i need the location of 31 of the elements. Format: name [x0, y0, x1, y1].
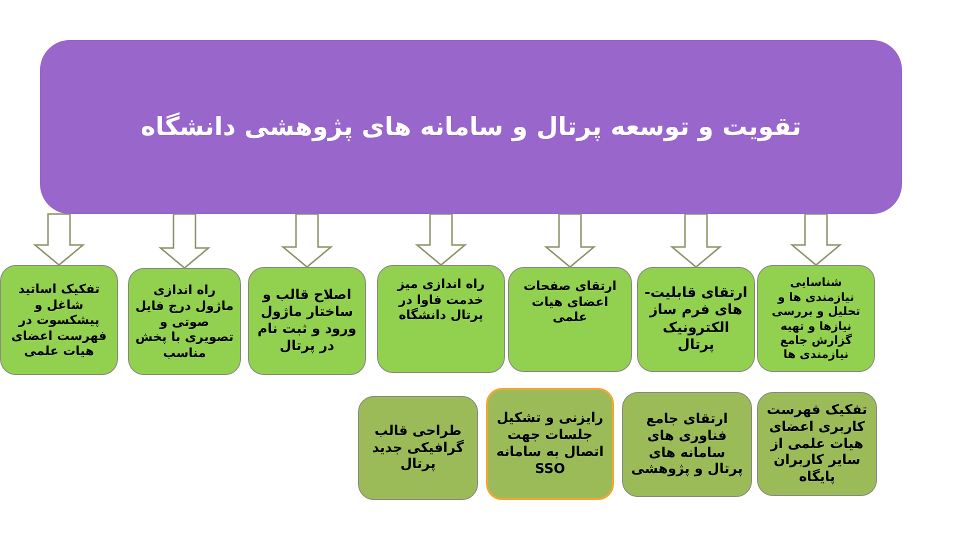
block-arrow	[414, 213, 468, 266]
block-arrow	[280, 213, 334, 268]
task-box	[757, 265, 875, 372]
title-text: تقویت و توسعه پرتال و سامانه های پژوهشی دانشگاه	[140, 110, 802, 144]
task-box	[637, 267, 755, 372]
task-box	[0, 265, 118, 375]
task-text: شناسایی نیازمندی ها و تحلیل و بررسی نیازها و تهیه گزارش جامع نیازمندی ها	[770, 275, 862, 362]
block-arrow	[32, 213, 86, 266]
task-text: راه اندازی ماژول درج فایل صوتی و تصویری با پخش مناسب	[135, 282, 234, 361]
block-arrow	[158, 213, 211, 269]
block-arrow	[790, 213, 842, 266]
task-box	[377, 265, 505, 373]
task-text: رایزنی و تشکیل جلسات جهت اتصال به سامانه SSO	[495, 410, 605, 478]
task-text: طراحی قالب گرافیکی جدید پرتال	[371, 422, 465, 474]
task-box	[622, 392, 752, 497]
task-box	[486, 388, 614, 500]
task-text: تفکیک فهرست کاربری اعضای هیات علمی از سایر کاربران پایگاه	[766, 402, 868, 486]
task-box	[508, 267, 632, 372]
task-text: تفکیک اساتید شاغل و پیشکسوت در فهرست اعضای هیات علمی	[10, 280, 108, 360]
task-text: اصلاح قالب و ساختار ماژول ورود و ثبت نام در پرتال	[256, 287, 358, 355]
block-arrow	[544, 213, 596, 268]
title-banner	[40, 40, 902, 214]
task-box	[757, 392, 877, 496]
task-text: ارتقای قابلیت-های فرم ساز الکترونیک پرتال	[644, 284, 748, 354]
block-arrow	[670, 213, 722, 268]
task-text: ارتقای صفحات اعضای هیات علمی	[522, 278, 618, 325]
task-text: ارتقای جامع فناوری های سامانه های پرتال و پژوهشی	[630, 410, 744, 478]
task-box	[358, 396, 478, 500]
task-text: راه اندازی میز خدمت فاوا در پرتال دانشگاه	[396, 276, 486, 323]
task-box	[248, 267, 366, 375]
task-box	[128, 268, 241, 375]
